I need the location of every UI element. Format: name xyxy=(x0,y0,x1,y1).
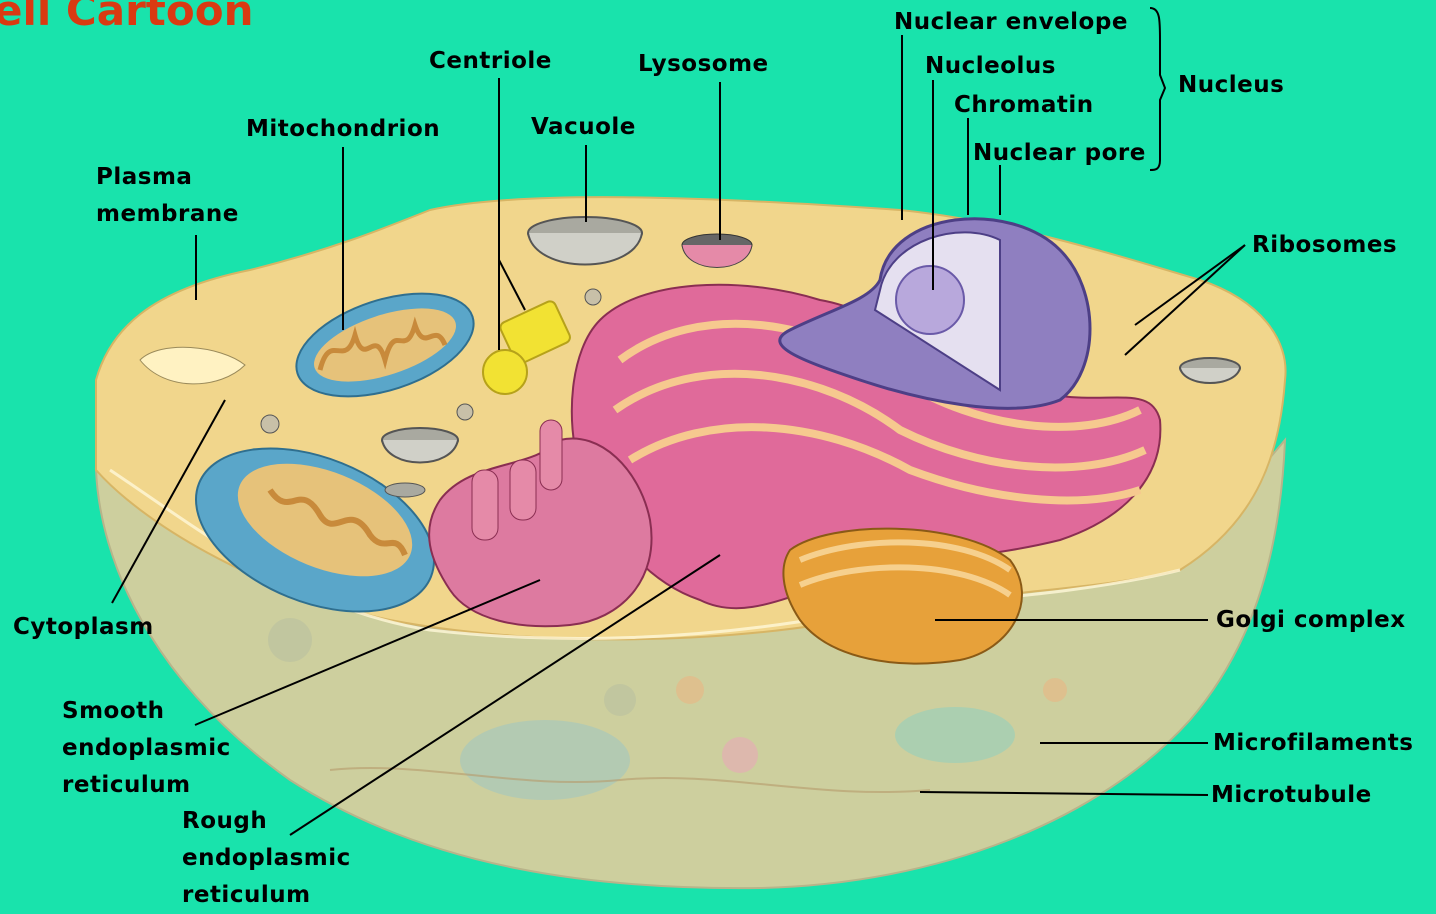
label-vacuole: Vacuole xyxy=(531,109,636,146)
label-smooth-er-line3: reticulum xyxy=(62,767,231,804)
label-microtubule: Microtubule xyxy=(1211,777,1372,814)
label-rough-er-line2: endoplasmic xyxy=(182,840,351,877)
label-microfilaments: Microfilaments xyxy=(1213,725,1413,762)
label-ribosomes: Ribosomes xyxy=(1252,227,1397,264)
label-nuclear-envelope: Nuclear envelope xyxy=(894,4,1128,41)
label-smooth-er-line2: endoplasmic xyxy=(62,730,231,767)
label-nuclear-pore: Nuclear pore xyxy=(973,135,1146,172)
label-plasma-membrane: Plasma membrane xyxy=(96,159,239,233)
label-smooth-er-line1: Smooth xyxy=(62,693,231,730)
label-lysosome: Lysosome xyxy=(638,46,769,83)
label-rough-er: Rough endoplasmic reticulum xyxy=(182,803,351,914)
label-mitochondrion: Mitochondrion xyxy=(246,111,440,148)
label-plasma-membrane-line1: Plasma xyxy=(96,159,239,196)
label-centriole: Centriole xyxy=(429,43,552,80)
label-nucleus: Nucleus xyxy=(1178,67,1284,104)
label-nucleolus: Nucleolus xyxy=(925,48,1056,85)
label-plasma-membrane-line2: membrane xyxy=(96,196,239,233)
label-golgi-complex: Golgi complex xyxy=(1216,602,1406,639)
label-cytoplasm: Cytoplasm xyxy=(13,609,154,646)
label-smooth-er: Smooth endoplasmic reticulum xyxy=(62,693,231,804)
label-chromatin: Chromatin xyxy=(954,87,1094,124)
label-rough-er-line3: reticulum xyxy=(182,877,351,914)
label-rough-er-line1: Rough xyxy=(182,803,351,840)
